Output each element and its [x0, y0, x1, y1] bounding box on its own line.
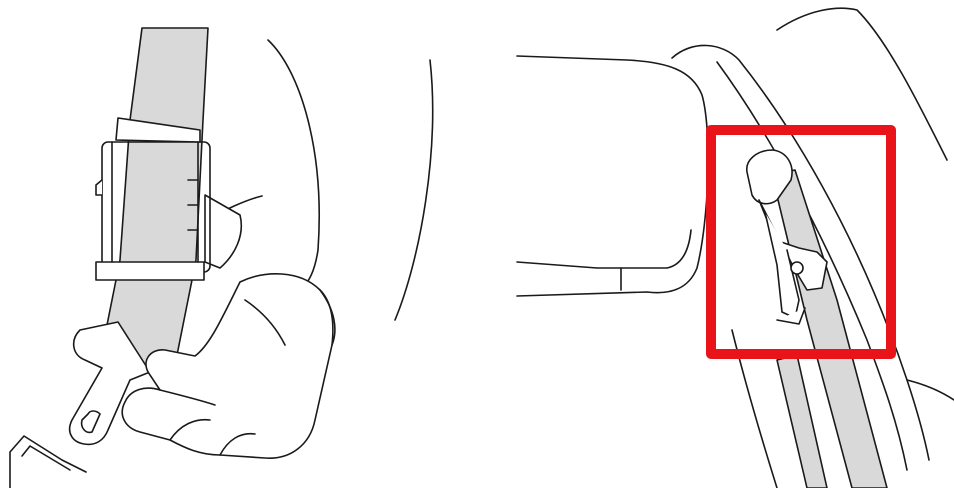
seatback-rear: [776, 7, 948, 161]
panel-right: [477, 0, 954, 488]
knuckle-line: [244, 299, 286, 346]
panel-left: [0, 0, 470, 488]
seatback-edge: [906, 379, 954, 401]
buckle-edge: [21, 445, 71, 471]
guide-clip-left: [95, 117, 211, 281]
latch-slot: [80, 410, 101, 434]
belt-webbing-right: [771, 169, 888, 488]
elbow-fold: [204, 194, 242, 269]
torso-outline: [267, 39, 320, 293]
belt-webbing-lower: [776, 354, 828, 488]
buckle-outline: [9, 435, 87, 488]
thumb-line: [159, 389, 216, 406]
left-illustration: [9, 27, 434, 488]
seatback-inner: [716, 61, 908, 471]
guide-clip-right: [746, 149, 828, 325]
shoulder-outline: [516, 55, 709, 297]
finger-line-1: [169, 418, 211, 441]
torso-edge: [394, 59, 434, 321]
right-illustration: [516, 7, 954, 488]
finger-line-2: [219, 432, 256, 456]
highlight-box: [706, 125, 896, 359]
latch-plate: [68, 321, 151, 446]
cuff-line: [319, 289, 334, 346]
seatback-outline: [671, 44, 930, 461]
shoulder-inner: [516, 229, 692, 269]
